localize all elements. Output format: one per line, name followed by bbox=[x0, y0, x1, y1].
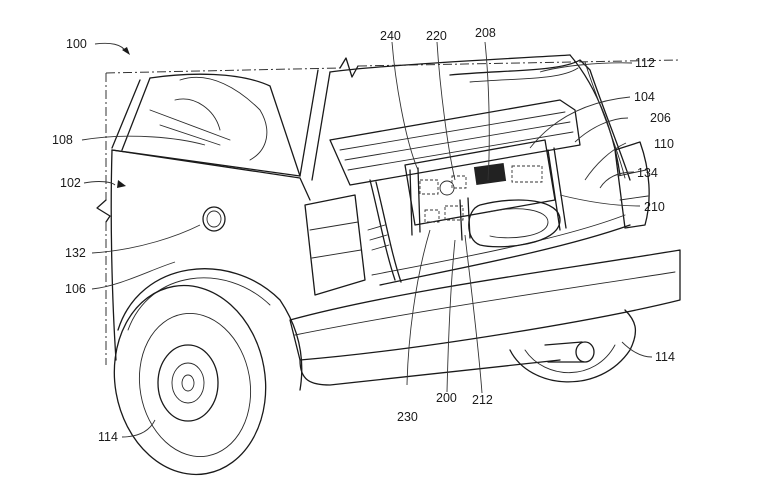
left-tail-light bbox=[304, 194, 366, 296]
label-230: 230 bbox=[397, 410, 418, 424]
vehicle-body bbox=[110, 54, 681, 391]
cargo-equipment bbox=[329, 99, 581, 283]
label-134: 134 bbox=[637, 166, 658, 180]
right-tail-light bbox=[614, 141, 650, 229]
label-102: 102 bbox=[60, 176, 81, 190]
label-210: 210 bbox=[644, 200, 665, 214]
label-104: 104 bbox=[634, 90, 655, 104]
exhaust-tip bbox=[575, 341, 595, 363]
label-208: 208 bbox=[475, 26, 496, 40]
leader-lines bbox=[81, 41, 653, 438]
label-110: 110 bbox=[654, 137, 674, 151]
fuel-door bbox=[202, 206, 226, 232]
label-206: 206 bbox=[650, 111, 671, 125]
left-wheel-hub bbox=[157, 344, 219, 422]
label-200: 200 bbox=[436, 391, 457, 405]
label-240: 240 bbox=[380, 29, 401, 43]
label-212: 212 bbox=[472, 393, 493, 407]
label-100: 100 bbox=[66, 37, 87, 51]
wheels bbox=[113, 284, 637, 476]
label-114-right: 114 bbox=[655, 350, 675, 364]
reference-labels: 100 240 220 208 112 104 206 108 110 134 … bbox=[52, 26, 675, 444]
left-rear-tire bbox=[113, 284, 267, 476]
label-220: 220 bbox=[426, 29, 447, 43]
label-106: 106 bbox=[65, 282, 86, 296]
rear-bumper bbox=[289, 249, 681, 361]
label-114-left: 114 bbox=[98, 430, 118, 444]
label-112: 112 bbox=[635, 56, 655, 70]
label-108: 108 bbox=[52, 133, 73, 147]
label-132: 132 bbox=[65, 246, 86, 260]
